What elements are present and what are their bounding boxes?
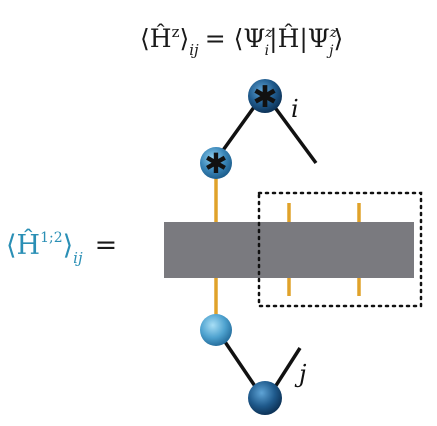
hamiltonian-block — [164, 222, 414, 278]
left-eq-sub: ij — [73, 249, 83, 267]
top-eq-mid: |Ĥ|Ψ — [269, 24, 330, 54]
left-eq-sup: 1;2 — [40, 230, 63, 246]
dotted-region — [257, 191, 423, 308]
left-eq-equals: = — [95, 230, 118, 261]
node-top — [248, 79, 282, 113]
top-eq-sub: ij — [189, 41, 199, 59]
label-i: i — [291, 95, 299, 123]
left-eq-close: ⟩ — [63, 230, 74, 261]
label-j: j — [294, 360, 307, 388]
top-eq-psi-j-sub: j — [326, 43, 334, 59]
left-eq-lhs: ⟨Ĥ — [6, 228, 40, 261]
top-eq-sup: z — [172, 23, 180, 41]
top-eq-rhs: = ⟨Ψ — [205, 24, 266, 53]
top-eq-psi-i-sub: i — [265, 43, 269, 59]
node-upper-left-star: ✱ — [204, 147, 227, 180]
left-equation: ⟨Ĥ1;2⟩ij = — [6, 228, 117, 267]
top-eq-lhs: ⟨Ĥ — [140, 24, 172, 53]
top-eq-close: ⟩ — [179, 24, 189, 53]
top-eq-end: ⟩ — [333, 24, 343, 53]
top-eq-psi-j-sup: z — [329, 25, 338, 41]
node-bottom — [248, 381, 282, 415]
top-eq-psi-i-sup: z — [264, 25, 273, 41]
node-lower-left — [200, 314, 232, 346]
node-upper-left — [200, 147, 232, 179]
node-top-star: ✱ — [252, 80, 277, 115]
